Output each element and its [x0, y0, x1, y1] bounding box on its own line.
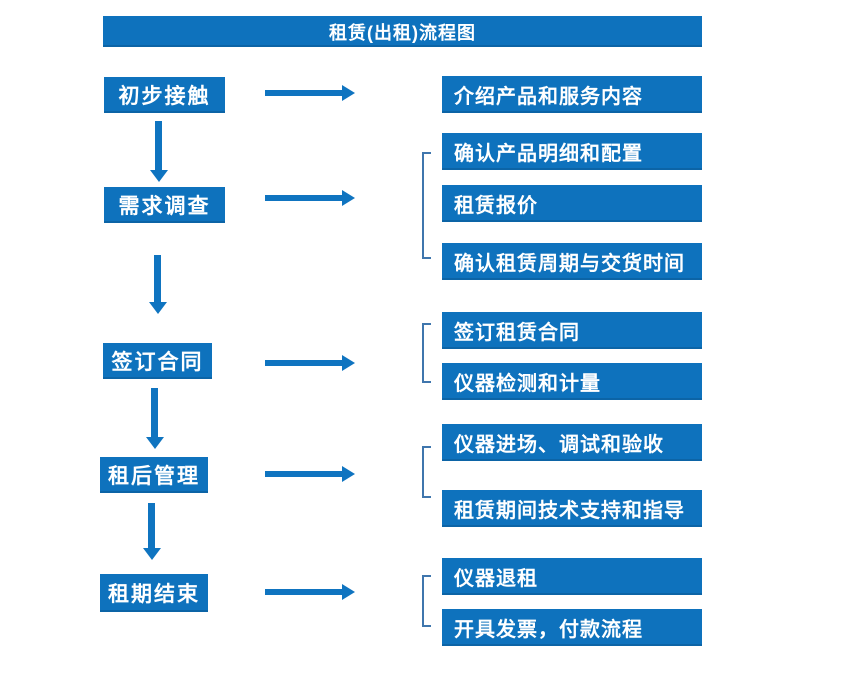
right-arrow-icon: [265, 584, 355, 600]
group-bracket: [422, 152, 431, 259]
flowchart-title: 租赁(出租)流程图: [103, 16, 702, 47]
output-box-rental-quote: 租赁报价: [442, 185, 702, 222]
right-arrow-icon: [265, 466, 355, 482]
group-bracket: [422, 575, 431, 627]
output-box-instrument-setup: 仪器进场、调试和验收: [442, 424, 702, 461]
down-arrow-icon: [150, 121, 168, 182]
step-box-sign-contract: 签订合同: [103, 343, 212, 379]
down-arrow-icon: [143, 503, 161, 560]
right-arrow-icon: [265, 355, 355, 371]
output-box-confirm-period: 确认租赁周期与交货时间: [442, 243, 702, 280]
output-box-confirm-details: 确认产品明细和配置: [442, 133, 702, 170]
output-box-tech-support: 租赁期间技术支持和指导: [442, 490, 702, 527]
output-box-invoice-payment: 开具发票，付款流程: [442, 609, 702, 646]
output-box-sign-rental-contract: 签订租赁合同: [442, 312, 702, 349]
step-box-demand-survey: 需求调查: [104, 187, 225, 223]
group-bracket: [422, 446, 431, 498]
output-box-instrument-return: 仪器退租: [442, 558, 702, 595]
step-box-initial-contact: 初步接触: [104, 77, 225, 113]
step-box-rental-end: 租期结束: [100, 574, 208, 612]
output-box-instrument-testing: 仪器检测和计量: [442, 363, 702, 400]
step-box-post-rental-management: 租后管理: [100, 457, 208, 493]
down-arrow-icon: [149, 255, 167, 314]
right-arrow-icon: [265, 85, 355, 101]
right-arrow-icon: [265, 190, 355, 206]
down-arrow-icon: [146, 388, 164, 449]
group-bracket: [422, 323, 431, 383]
output-box-introduce-products: 介绍产品和服务内容: [442, 76, 702, 113]
